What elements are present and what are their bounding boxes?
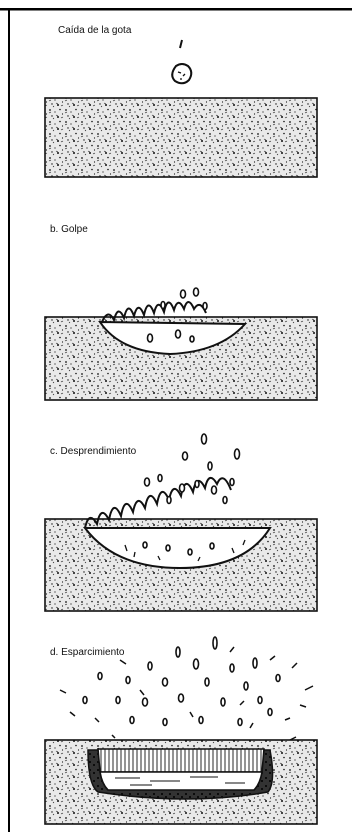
raindrop — [172, 64, 191, 83]
soil-block-a — [45, 98, 317, 177]
panel-b — [45, 288, 317, 400]
crust-layer-d — [98, 749, 264, 772]
caption-panel-c: c. Desprendimiento — [50, 446, 136, 457]
motion-line — [180, 40, 182, 48]
caption-panel-a: Caída de la gota — [58, 25, 131, 36]
panel-d — [45, 637, 317, 824]
caption-panel-d: d. Esparcimiento — [50, 647, 124, 658]
spray-streaks-d — [60, 647, 313, 740]
panel-a — [45, 40, 317, 177]
top-border — [0, 8, 352, 11]
left-border — [8, 8, 10, 832]
water-pool-d — [100, 772, 262, 790]
caption-panel-b: b. Golpe — [50, 224, 88, 235]
panel-c — [45, 434, 317, 611]
